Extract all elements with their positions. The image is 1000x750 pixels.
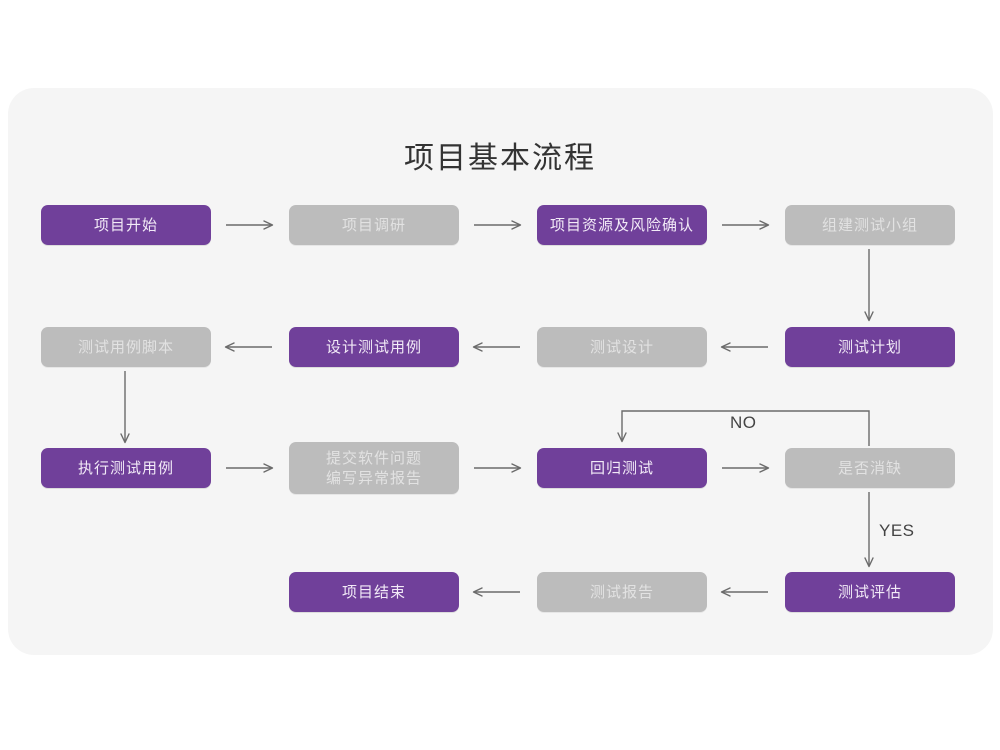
edge-label-yes: YES xyxy=(879,521,915,540)
node-regression-test[interactable]: 回归测试 xyxy=(537,448,707,488)
node-test-design[interactable]: 测试设计 xyxy=(537,327,707,367)
node-test-evaluation[interactable]: 测试评估 xyxy=(785,572,955,612)
node-project-start[interactable]: 项目开始 xyxy=(41,205,211,245)
node-defect-resolved[interactable]: 是否消缺 xyxy=(785,448,955,488)
node-project-end[interactable]: 项目结束 xyxy=(289,572,459,612)
flowchart-card xyxy=(8,88,993,655)
node-test-report[interactable]: 测试报告 xyxy=(537,572,707,612)
edge-label-no: NO xyxy=(730,413,757,432)
node-project-research[interactable]: 项目调研 xyxy=(289,205,459,245)
node-submit-issue-report[interactable]: 提交软件问题 编写异常报告 xyxy=(289,442,459,494)
node-execute-test-case[interactable]: 执行测试用例 xyxy=(41,448,211,488)
node-resource-risk-confirm[interactable]: 项目资源及风险确认 xyxy=(537,205,707,245)
page-title: 项目基本流程 xyxy=(404,141,596,176)
node-build-test-team[interactable]: 组建测试小组 xyxy=(785,205,955,245)
node-design-test-case[interactable]: 设计测试用例 xyxy=(289,327,459,367)
node-test-plan[interactable]: 测试计划 xyxy=(785,327,955,367)
node-test-case-script[interactable]: 测试用例脚本 xyxy=(41,327,211,367)
